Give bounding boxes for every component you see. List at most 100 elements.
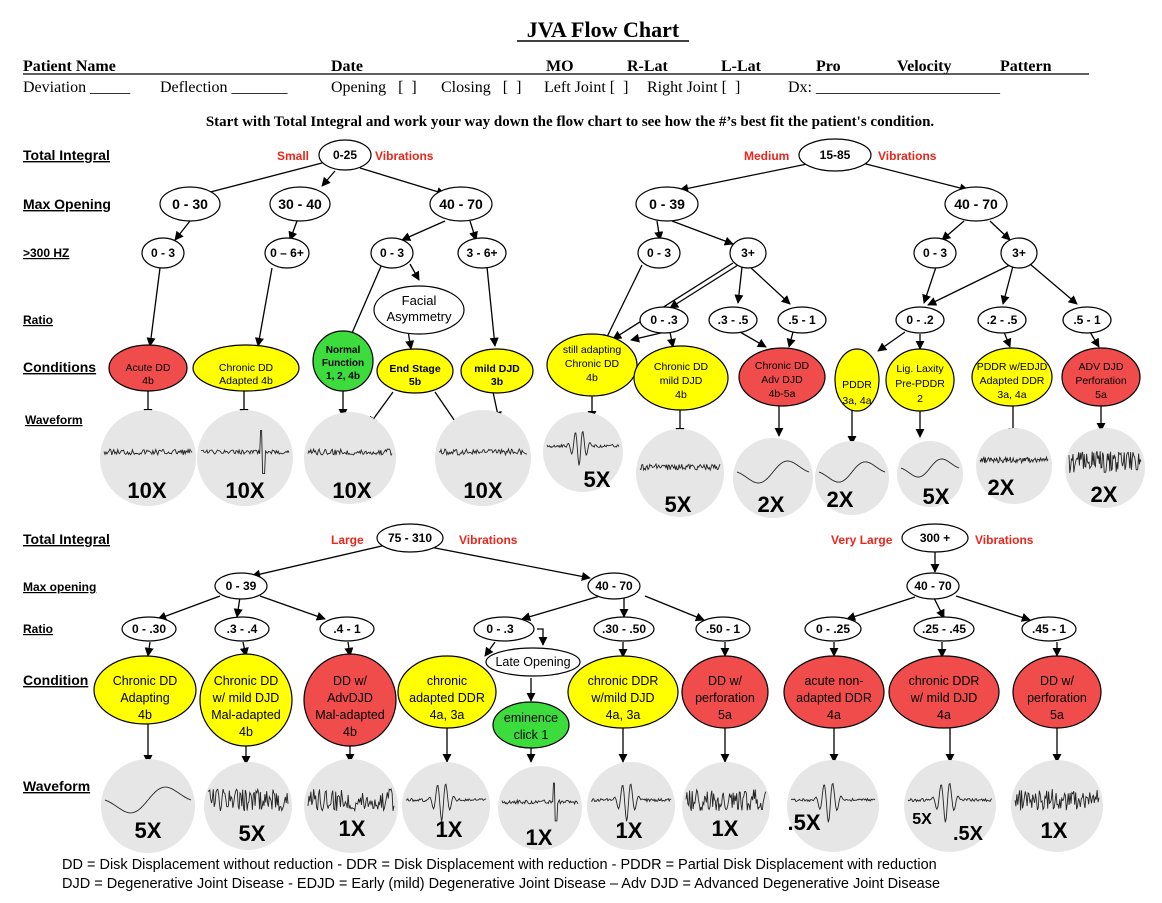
header-row-2: Deviation _____ Deflection _______ Openi… — [23, 79, 1001, 96]
label-max-opening-2: Max opening — [23, 580, 96, 594]
wave-top-8: 2X — [815, 441, 889, 515]
node-v-r1-text: 0 - .25 — [816, 622, 850, 636]
header-dx: Dx: _______________________ — [788, 79, 1001, 96]
wave-bottom-trace — [685, 788, 767, 811]
cat-large: Large — [331, 533, 364, 547]
node-v-r1: 0 - .25 — [804, 616, 862, 642]
node-l-mo1: 0 - 39 — [214, 572, 268, 600]
node-ti-vlarge-text: 300 + — [920, 531, 950, 545]
node-l-r1: 0 - .30 — [121, 616, 177, 642]
wave-top-6: 5X — [636, 429, 724, 517]
label-conditions: Conditions — [23, 359, 96, 375]
node-m-r2-text: .3 - .5 — [718, 313, 749, 327]
wave-top-9: 5X — [897, 441, 963, 509]
node-s-mo2: 30 - 40 — [269, 186, 331, 222]
node-v-r3-text: .45 - 1 — [1032, 622, 1066, 636]
node-m-r3-text: .5 - 1 — [788, 313, 816, 327]
cat-medium-vibrations: Vibrations — [878, 149, 937, 163]
node-m-r1: 0 - .3 — [639, 306, 689, 334]
label-condition-2: Condition — [23, 672, 88, 688]
header-left-joint: Left Joint [ ] — [544, 79, 628, 96]
node-m-hz2: 3+ — [729, 237, 767, 269]
wave-top-circle — [976, 428, 1052, 504]
node-l-r2-text: .3 - .4 — [227, 622, 258, 636]
node-ti-small: 0-25 — [318, 139, 372, 171]
node-l-r3-text: .4 - 1 — [333, 622, 361, 636]
node-m-hz1: 0 - 3 — [637, 237, 681, 269]
node-s-mo3-text: 40 - 70 — [439, 196, 483, 212]
legend-line-1: DD = Disk Displacement without reduction… — [62, 857, 937, 873]
wave-top-scale-label: 5X — [584, 467, 611, 492]
node-s-mo1: 0 - 30 — [159, 186, 221, 222]
wave-bottom-circle — [904, 760, 996, 852]
node-l-r2: .3 - .4 — [214, 616, 270, 642]
node-m-mo1-text: 0 - 39 — [649, 196, 685, 212]
label-ratio: Ratio — [23, 313, 53, 327]
header-closing: Closing [ ] — [441, 79, 521, 96]
node-s-hz1-text: 0 - 3 — [151, 246, 175, 260]
row-labels-bottom: Total Integral Max opening Ratio Conditi… — [23, 531, 110, 794]
wave-bottom-5: 1X — [498, 766, 582, 850]
node-late-opening: Late Opening — [485, 647, 581, 677]
wave-bottom-trace — [207, 787, 289, 812]
wave-bottom-2: 5X — [204, 762, 292, 850]
wave-bottom-1: 5X — [101, 759, 195, 853]
wave-bottom-circle — [787, 760, 879, 852]
label-waveform: Waveform — [25, 413, 83, 427]
wave-top-circle — [197, 410, 293, 506]
header-pro: Pro — [816, 58, 841, 75]
node-v-r2-text: .25 - .45 — [922, 622, 966, 636]
node-l-mo2-text: 40 - 70 — [595, 579, 633, 593]
node-late-opening-text: Late Opening — [495, 655, 570, 669]
header-deflection: Deflection _______ — [160, 79, 289, 96]
wave-bottom-scale-label: 1X — [1041, 818, 1068, 843]
node-ti-large-text: 75 - 310 — [388, 531, 432, 545]
node-s-hz2: 0 – 6+ — [264, 237, 310, 269]
label-total-integral: Total Integral — [23, 147, 110, 163]
wave-top-circle — [100, 410, 196, 506]
wave-top-circle — [435, 410, 531, 506]
wave-bottom-scale-label: 5X — [135, 818, 162, 843]
node-ti-small-text: 0-25 — [333, 148, 357, 162]
node-l-r6: .50 - 1 — [695, 616, 751, 642]
node-ti-large: 75 - 310 — [376, 523, 444, 553]
wave-bottom-circle — [402, 762, 490, 850]
wave-top-3: 10X — [304, 412, 396, 504]
header-mo: MO — [546, 58, 574, 75]
wave-bottom-trace — [1014, 789, 1100, 811]
wave-top-1: 10X — [100, 410, 196, 506]
header-date: Date — [331, 58, 363, 75]
node-l-r1-text: 0 - .30 — [132, 622, 166, 636]
node-m-r3: .5 - 1 — [777, 306, 827, 334]
wave-top-scale-label: 10X — [225, 478, 264, 503]
node-m-r4-text: 0 - .2 — [906, 313, 934, 327]
node-m-hz3-text: 0 - 3 — [923, 246, 947, 260]
node-m-r1-text: 0 - .3 — [650, 313, 678, 327]
wave-bottom-circle — [498, 766, 582, 850]
legend-line-2: DJD = Degenerative Joint Disease - EDJD … — [62, 876, 941, 892]
